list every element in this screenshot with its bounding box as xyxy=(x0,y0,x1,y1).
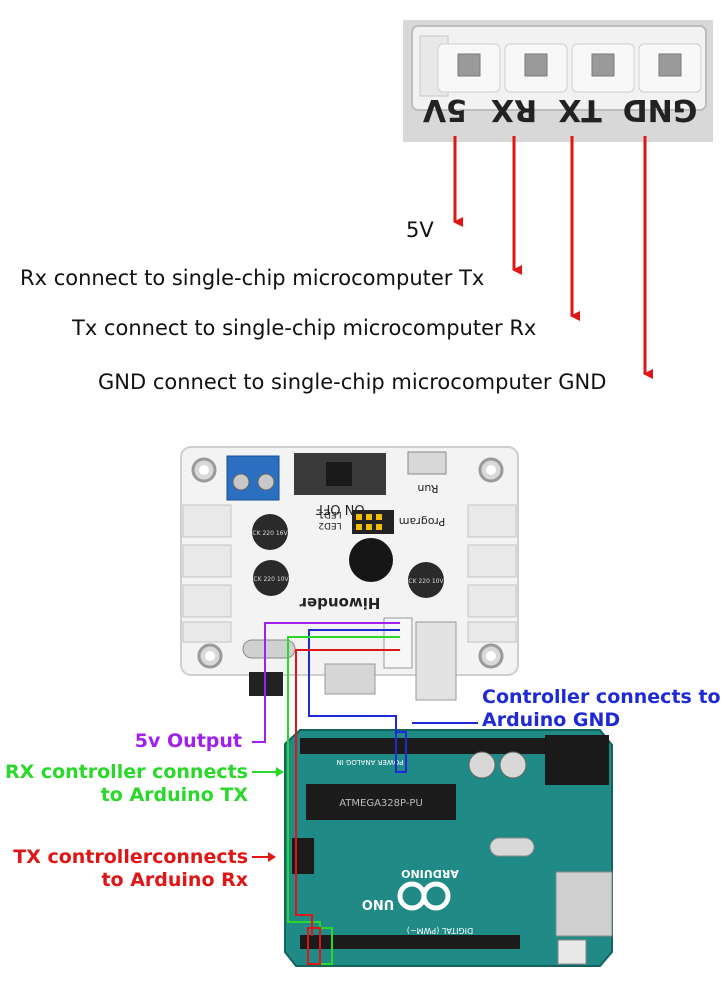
header-bottom xyxy=(300,935,520,949)
connector-housing: 5V RX TX GND xyxy=(403,20,713,142)
reset-button xyxy=(557,939,587,965)
capacitor xyxy=(468,751,496,779)
label-gnd: GND connect to single-chip microcomputer… xyxy=(98,370,607,394)
power-terminal xyxy=(226,455,280,501)
controller-board: ON OFF Run Program LED1 LED2 CK 220 16V … xyxy=(180,446,519,701)
annotation-tx-line1: TX controllerconnects xyxy=(13,846,248,868)
run-button xyxy=(407,451,447,475)
annotation-gnd-line1: Controller connects to xyxy=(482,686,721,708)
led2-label: LED2 xyxy=(318,520,341,530)
capacitor-label: CK 220 16V xyxy=(252,530,288,537)
annotation-rx-line1: RX controller connects xyxy=(4,761,248,783)
label-rx: Rx connect to single-chip microcomputer … xyxy=(20,266,485,290)
mounting-hole xyxy=(197,643,223,669)
annotation-tx-line2: to Arduino Rx xyxy=(101,869,248,891)
run-label: Run xyxy=(417,482,438,495)
gnd-pin-highlight xyxy=(395,731,407,773)
wire-rx xyxy=(287,636,400,936)
mounting-hole xyxy=(191,457,217,483)
annotation-gnd: Controller connects to Arduino GND xyxy=(482,686,721,732)
annotation-5v-output: 5v Output xyxy=(134,730,242,752)
usb-b-port xyxy=(555,871,613,937)
servo-header-right xyxy=(467,504,517,643)
icsp-header xyxy=(292,838,314,874)
capacitor xyxy=(499,751,527,779)
arduino-logo xyxy=(397,881,451,911)
label-tx: Tx connect to single-chip microcomputer … xyxy=(72,316,537,340)
annotation-rx: RX controller connects to Arduino TX xyxy=(5,761,248,807)
program-header xyxy=(352,510,394,534)
arduino-board: ATMEGA328P-PU ARDUINO UNO DIGITAL (PWM~)… xyxy=(284,729,613,967)
capacitor: CK 220 10V xyxy=(253,560,289,596)
label-5v: 5V xyxy=(406,218,434,242)
wire-gnd xyxy=(308,629,400,742)
pin-label-tx: TX xyxy=(558,92,602,127)
servo-header-left xyxy=(182,504,232,643)
crystal xyxy=(489,837,535,857)
controller-brand: Hiwonder xyxy=(299,594,380,612)
arduino-brand: ARDUINO xyxy=(401,867,459,880)
usb-a-port xyxy=(415,621,457,701)
connector-pin xyxy=(638,43,702,93)
capacitor-label: CK 220 10V xyxy=(408,578,444,585)
analog-header-label: POWER ANALOG IN xyxy=(336,758,403,766)
capacitor: CK 220 16V xyxy=(252,514,288,550)
program-label: Program xyxy=(399,515,445,528)
dc-jack xyxy=(545,735,609,785)
atmega-chip xyxy=(306,784,456,820)
capacitor-label: CK 220 10V xyxy=(253,576,289,583)
led1-label: LED1 xyxy=(318,509,341,519)
pin-label-gnd: GND xyxy=(623,92,698,127)
annotation-tx: TX controllerconnects to Arduino Rx xyxy=(13,846,248,892)
connector-pin xyxy=(437,43,501,93)
wire-tx xyxy=(295,649,400,936)
mounting-hole xyxy=(478,457,504,483)
serial-header xyxy=(383,617,413,669)
wire-5v xyxy=(252,622,400,743)
power-switch xyxy=(294,453,386,495)
chip-label: ATMEGA328P-PU xyxy=(339,798,423,809)
mounting-hole xyxy=(478,643,504,669)
capacitor: CK 220 10V xyxy=(408,562,444,598)
pin-label-5v: 5V xyxy=(422,92,467,127)
connector-pin xyxy=(504,43,568,93)
micro-usb-port xyxy=(324,663,376,695)
connector-pin xyxy=(571,43,635,93)
arduino-model: UNO xyxy=(362,896,395,911)
tx-pin-highlight xyxy=(307,927,321,965)
annotation-gnd-line2: Arduino GND xyxy=(482,709,621,731)
buzzer xyxy=(349,538,393,582)
digital-header-label: DIGITAL (PWM~) xyxy=(407,926,473,935)
header-top xyxy=(300,738,545,754)
annotation-rx-line2: to Arduino TX xyxy=(100,784,248,806)
pin-label-rx: RX xyxy=(491,92,537,127)
